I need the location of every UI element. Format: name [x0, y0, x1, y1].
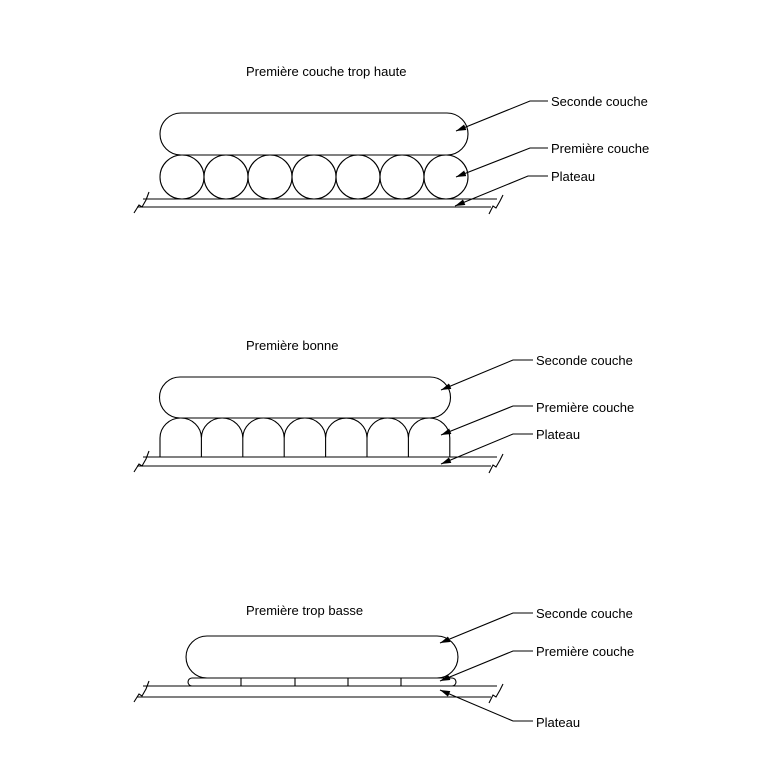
label-second-layer: Seconde couche — [551, 94, 648, 109]
label-first-layer: Première couche — [551, 141, 649, 156]
first-layer-flat — [187, 677, 457, 687]
plate — [133, 191, 504, 215]
label-plate: Plateau — [536, 427, 580, 442]
second-layer — [185, 635, 459, 679]
second-layer — [159, 112, 469, 156]
leaders — [440, 359, 533, 465]
diagram-too-low: Première trop basse Seconde couche Premi… — [133, 603, 634, 730]
plate — [133, 680, 504, 704]
diagram-too-high: Première couche trop haute Seconde couch… — [133, 64, 649, 215]
label-first-layer: Première couche — [536, 644, 634, 659]
label-plate: Plateau — [536, 715, 580, 730]
diagram-title: Première bonne — [246, 338, 339, 353]
second-layer — [158, 376, 452, 419]
diagram-good: Première bonne Seconde couche Première c… — [133, 338, 634, 474]
diagram-title: Première couche trop haute — [246, 64, 406, 79]
first-layer-arches — [159, 417, 451, 457]
first-layer-circles — [159, 154, 469, 200]
leaders — [454, 100, 548, 207]
label-second-layer: Seconde couche — [536, 606, 633, 621]
label-second-layer: Seconde couche — [536, 353, 633, 368]
leaders — [439, 612, 533, 722]
plate — [133, 450, 504, 474]
label-plate: Plateau — [551, 169, 595, 184]
diagram-title: Première trop basse — [246, 603, 363, 618]
label-first-layer: Première couche — [536, 400, 634, 415]
